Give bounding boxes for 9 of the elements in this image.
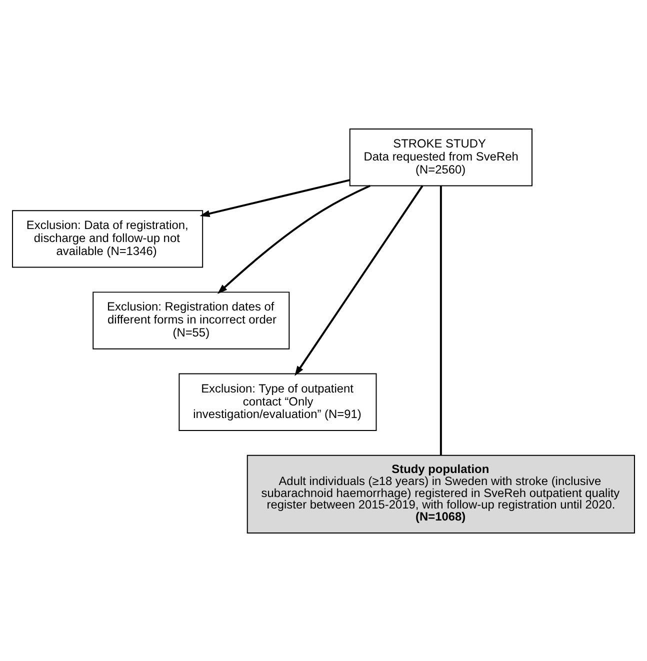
arrow — [217, 184, 370, 294]
connector — [440, 185, 442, 455]
node-box: Exclusion: Data of registration, discharge and follow-up not available (N=1346) — [12, 210, 204, 268]
arrow — [200, 178, 350, 217]
arrow — [294, 184, 424, 376]
node-box: Study population Adult individuals (≥18 years) in Sweden with stroke (inclusive subarachnoid haemorrhage) registered in SveReh outpatient quality register between 2015-2019, with follow-up registration until 2020. (N=1068) — [246, 454, 635, 534]
node-box: Exclusion: Type of outpatient contact “Only investigation/evaluation” (N=91) — [178, 372, 377, 431]
node-box: Exclusion: Registration dates of different forms in incorrect order (N=55) — [92, 291, 290, 349]
node-box: STROKE STUDY Data requested from SveReh (N=2560) — [349, 128, 532, 186]
